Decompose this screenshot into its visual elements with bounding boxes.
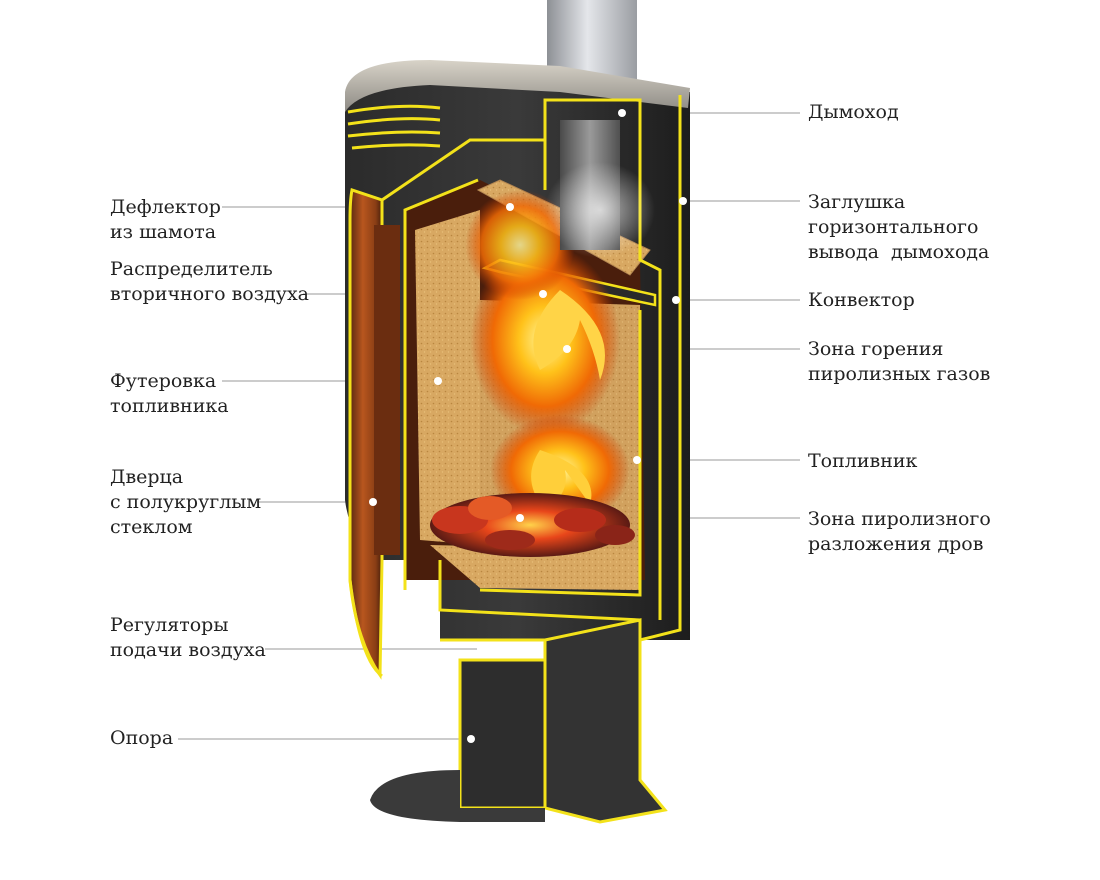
dot-door [369, 498, 377, 506]
support-right-plate [543, 618, 668, 824]
dot-air-regulators [477, 645, 485, 653]
dot-support [467, 735, 475, 743]
door-lower-arc [348, 579, 383, 678]
label-chimney: Дымоход [808, 101, 899, 123]
glowing-embers [430, 493, 635, 557]
label-support: Опора [110, 727, 174, 749]
firebox-floor [430, 545, 640, 590]
dot-chimney [618, 109, 626, 117]
support-foot [370, 770, 545, 822]
dot-firebox [633, 456, 641, 464]
label-gas-burning-zone: Зона горения пиролизных газов [808, 338, 991, 385]
label-air-regulators: Регуляторы подачи воздуха [110, 614, 266, 661]
label-firebox: Топливник [808, 450, 918, 472]
label-convector: Конвектор [808, 289, 915, 311]
top-rails [347, 104, 441, 150]
dot-convector [672, 296, 680, 304]
label-wood-pyrolysis-zone: Зона пиролизного разложения дров [808, 508, 991, 555]
stove-illustration [345, 0, 690, 824]
dot-chimney-plug [679, 197, 687, 205]
label-door: Дверца с полукруглым стеклом [110, 466, 262, 538]
dot-gas-burning [563, 345, 571, 353]
label-deflector: Дефлектор из шамота [110, 196, 221, 243]
support-column [458, 658, 547, 810]
smoke [545, 162, 655, 258]
label-chimney-plug: Заглушка горизонтального вывода дымохода [808, 191, 990, 263]
dot-lining [434, 377, 442, 385]
callout-dots [369, 109, 687, 743]
stove-top-lid [345, 60, 690, 112]
lining-back-wall [415, 210, 480, 545]
dot-air-distributor [539, 290, 547, 298]
label-air-distributor: Распределитель вторичного воздуха [110, 258, 309, 305]
dot-pyrolysis [516, 514, 524, 522]
dot-deflector [506, 203, 514, 211]
label-lining: Футеровка топливника [110, 370, 229, 417]
door-panel [374, 225, 400, 555]
